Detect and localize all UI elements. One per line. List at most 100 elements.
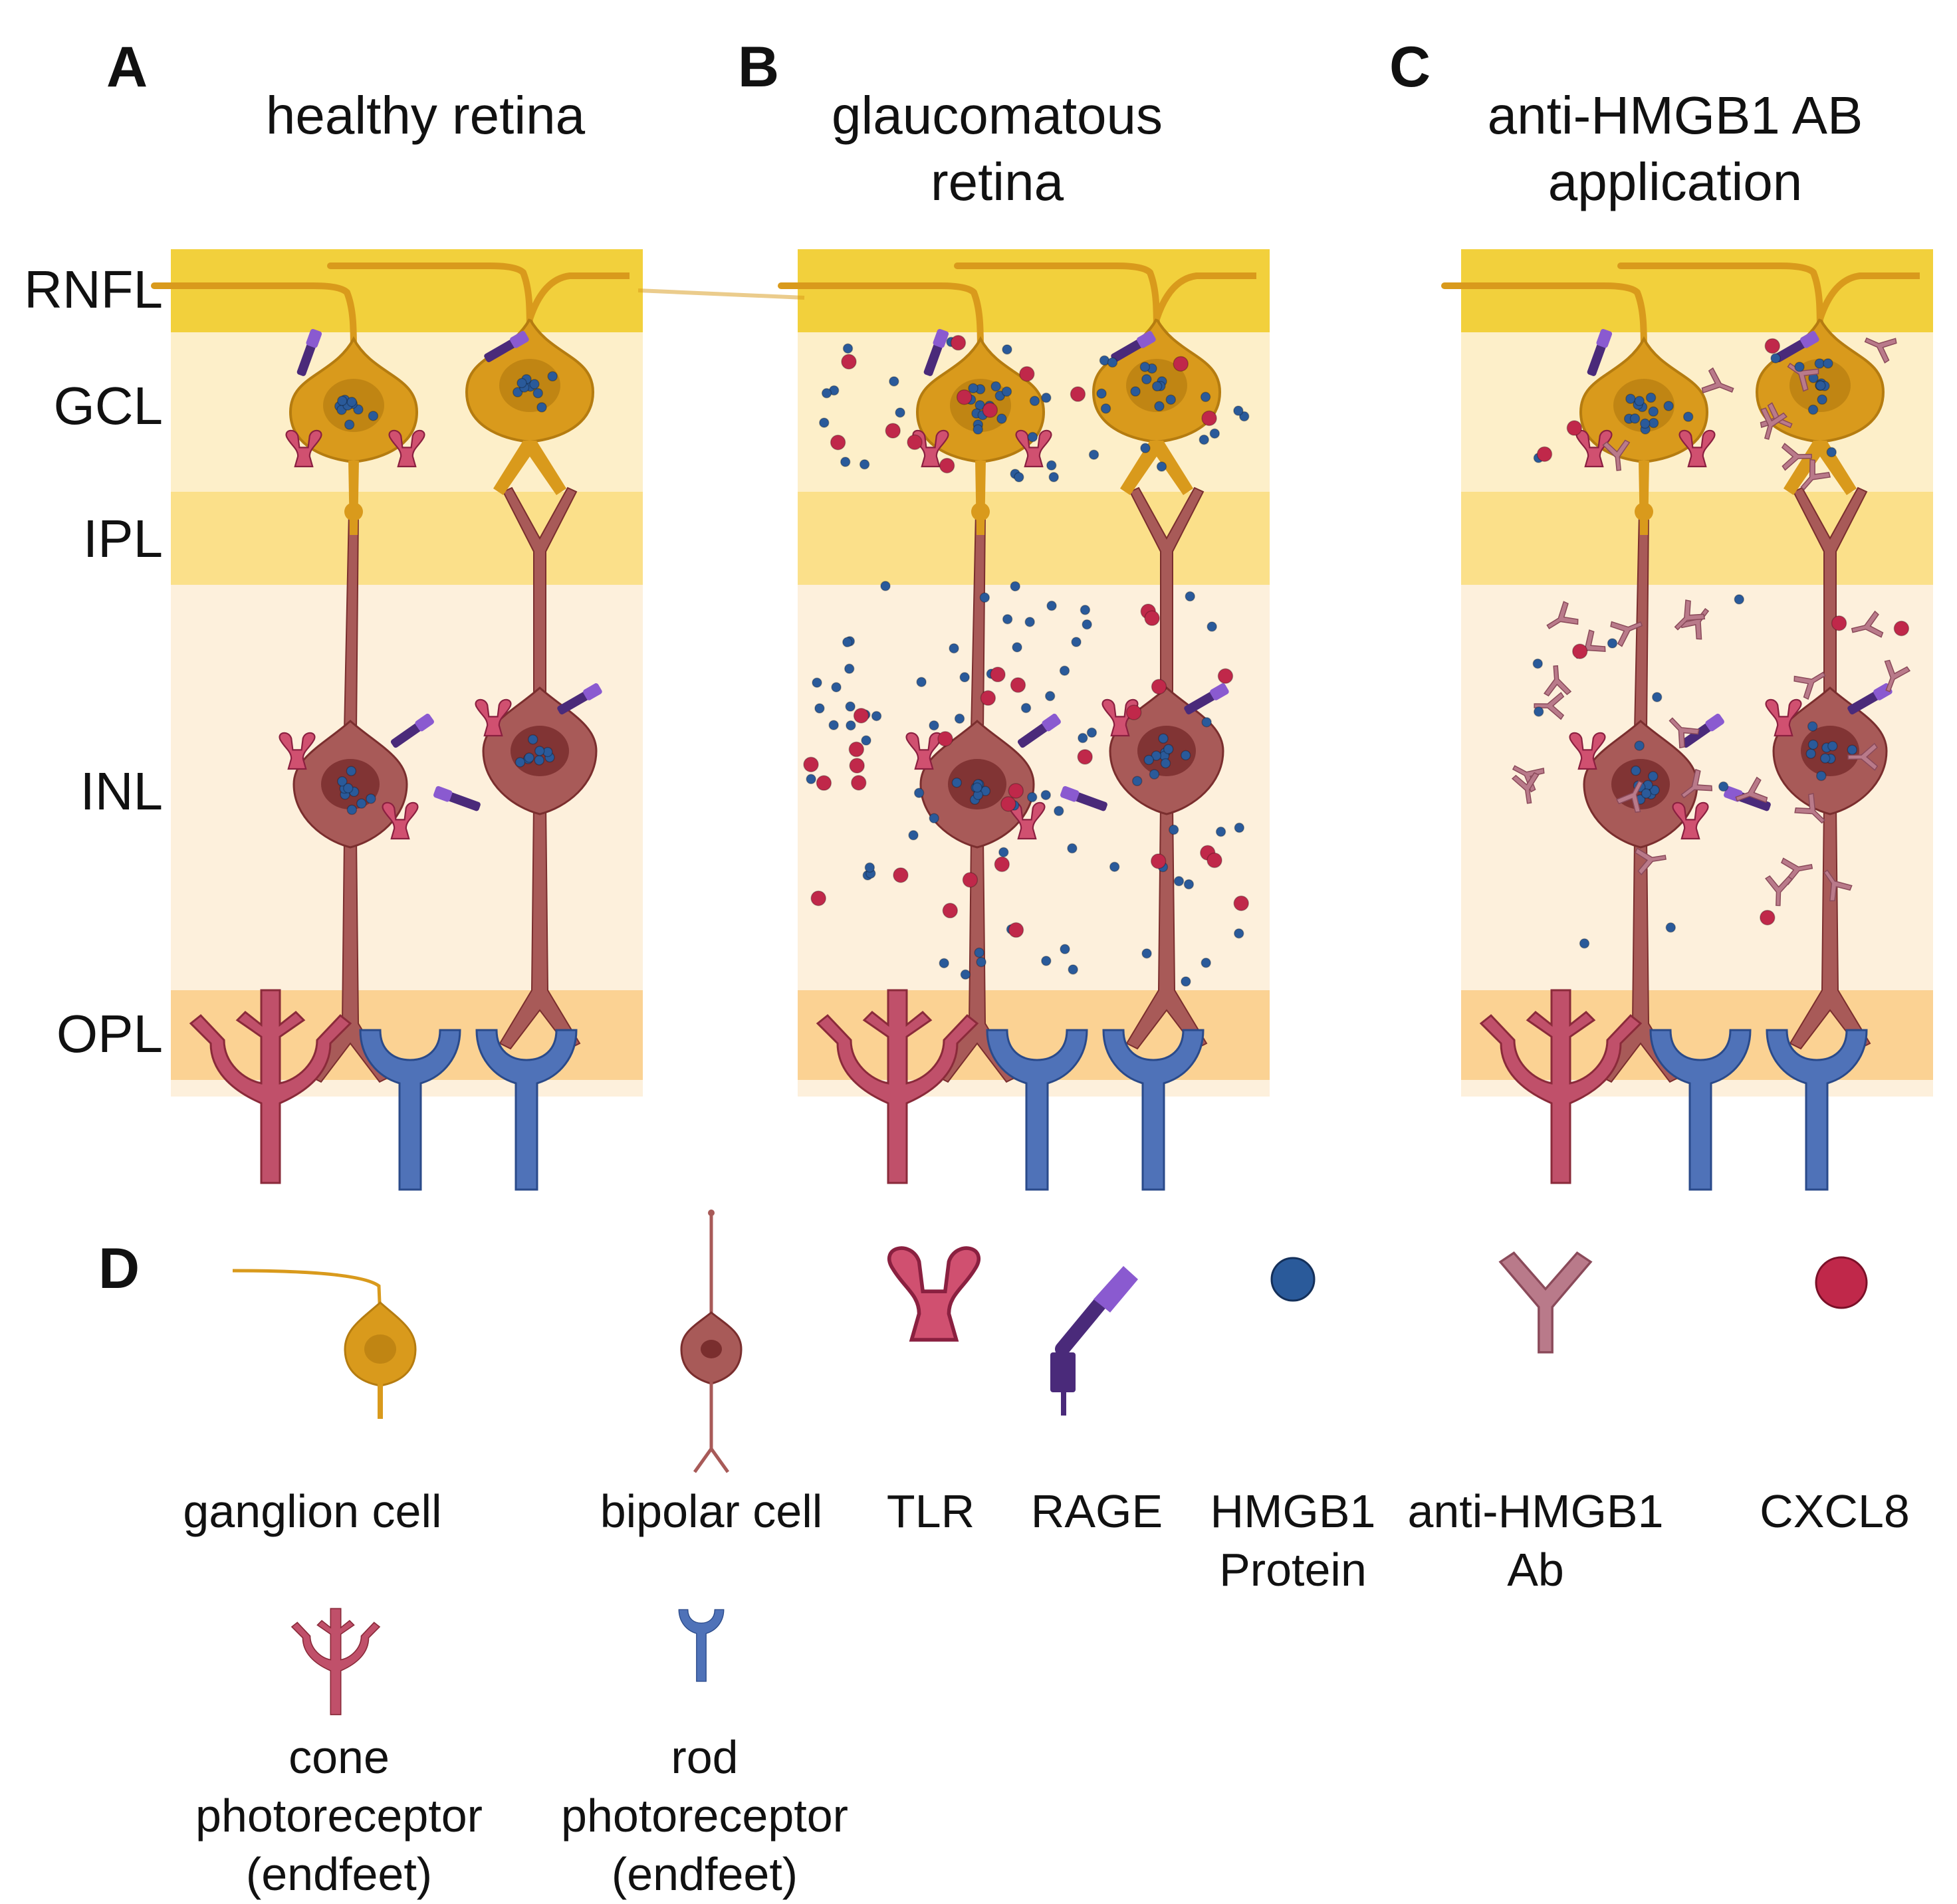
antibody-shape [1511, 772, 1540, 804]
rage-stem [1017, 723, 1048, 748]
layer-ipl [171, 492, 643, 585]
hmgb1-protein [842, 343, 854, 354]
hmgb1-protein [846, 720, 856, 731]
antibody-shape [1847, 742, 1879, 771]
rage-stem [484, 339, 516, 362]
hmgb1-protein [1059, 665, 1070, 676]
hmgb1-protein [1718, 781, 1729, 792]
tlr-shape [887, 1246, 981, 1342]
hmgb1-protein [1233, 405, 1244, 416]
hmgb1-protein [1151, 750, 1162, 761]
cone-photoreceptor [816, 989, 979, 1184]
antibody [1760, 407, 1787, 440]
retina-panel-b [637, 249, 1270, 1191]
cxcl8-molecule [1008, 922, 1024, 938]
tlr-shape [475, 698, 512, 737]
rage-receptor [1184, 683, 1229, 714]
tlr-shape [1569, 732, 1606, 770]
ganglion-cell-icon-nucleus [364, 1334, 396, 1364]
rage-receptor [1060, 786, 1107, 811]
rage-head [306, 329, 322, 348]
tlr-receptor [912, 429, 949, 468]
antibody [1511, 772, 1540, 804]
cxcl8-molecule [885, 423, 901, 439]
tlr-receptor [388, 429, 425, 468]
tlr-receptor [1672, 801, 1709, 840]
hmgb1-protein [346, 804, 358, 815]
cxcl8-molecule [810, 890, 826, 906]
tlr-shape [1008, 801, 1046, 840]
antibody-shape [1823, 869, 1853, 902]
hmgb1-protein [1645, 392, 1657, 403]
hmgb1-protein [337, 776, 348, 787]
bipolar-cell-icon-nucleus [701, 1340, 722, 1358]
layer-rnfl [171, 249, 643, 332]
antibody [1800, 459, 1831, 490]
cone-photoreceptor [189, 989, 352, 1184]
rod-photoreceptor [1766, 1029, 1868, 1191]
hmgb1-protein [1054, 805, 1064, 817]
retina-panel-a [151, 249, 643, 1191]
hmgb1-protein [806, 774, 816, 785]
hmgb1-protein [1648, 771, 1659, 782]
rage-head [1800, 331, 1819, 348]
antibody-shape [1635, 847, 1667, 876]
hmgb1-protein [547, 371, 558, 381]
hmgb1-protein [996, 413, 1007, 424]
hmgb1-protein [1579, 938, 1590, 949]
hmgb1-protein [1209, 428, 1220, 439]
cxcl8-molecule [990, 667, 1006, 683]
hmgb1-protein [1207, 621, 1217, 632]
rage-head [1042, 713, 1061, 732]
layer-rnfl [798, 249, 1270, 332]
panel-letter-a: A [106, 35, 148, 99]
hmgb1-protein [861, 735, 871, 746]
antibody [1735, 776, 1768, 803]
cxcl8-molecule [1571, 643, 1588, 659]
antibody-shape [1701, 367, 1734, 394]
bipolar-basal-process [499, 803, 581, 1050]
cxcl8-molecule [1173, 356, 1189, 372]
antibody [1544, 665, 1572, 696]
hmgb1-protein [975, 399, 985, 411]
hmgb1-protein [1639, 418, 1651, 429]
cxcl8-molecule [1217, 668, 1234, 685]
bipolar-cell-icon-dendrite [693, 1382, 730, 1473]
cxcl8-molecule [849, 758, 865, 774]
hmgb1-protein [356, 798, 367, 809]
tlr-shape [1678, 429, 1716, 468]
hmgb1-protein [1215, 826, 1226, 837]
rage-head [1060, 786, 1080, 802]
antibody-shape [1735, 776, 1768, 803]
antibody-shape [1546, 601, 1579, 629]
hmgb1-protein [1532, 658, 1544, 669]
rage-head [510, 331, 529, 348]
hmgb1-protein [812, 677, 822, 688]
cxcl8-molecule [1893, 620, 1910, 637]
rage-icon-body [1050, 1352, 1076, 1392]
hmgb1-protein [1631, 765, 1641, 776]
cxcl8-molecule [950, 335, 967, 351]
hmgb1-protein [1234, 928, 1244, 939]
tlr-shape [279, 732, 316, 770]
hmgb1-protein [1180, 750, 1191, 761]
rage-stem [447, 792, 481, 811]
cxcl8-molecule [1077, 749, 1093, 765]
hmgb1-protein [1181, 976, 1191, 987]
hmgb1-protein [1141, 948, 1152, 959]
hmgb1-protein [1682, 411, 1694, 422]
cxcl8-molecule [1019, 366, 1035, 382]
antibody-shape [1794, 793, 1825, 824]
hmgb1-protein [1663, 401, 1674, 411]
antibody [1851, 610, 1884, 638]
hmgb1-protein [980, 786, 991, 797]
antibody-shape [1544, 665, 1572, 696]
antibody [1615, 780, 1643, 813]
hmgb1-protein [998, 847, 1009, 858]
hmgb1-protein [916, 677, 927, 687]
hmgb1-protein [1805, 748, 1816, 759]
antibody-shape [1864, 337, 1897, 364]
hmgb1-protein [1607, 638, 1618, 649]
rage-stem [1847, 691, 1879, 714]
